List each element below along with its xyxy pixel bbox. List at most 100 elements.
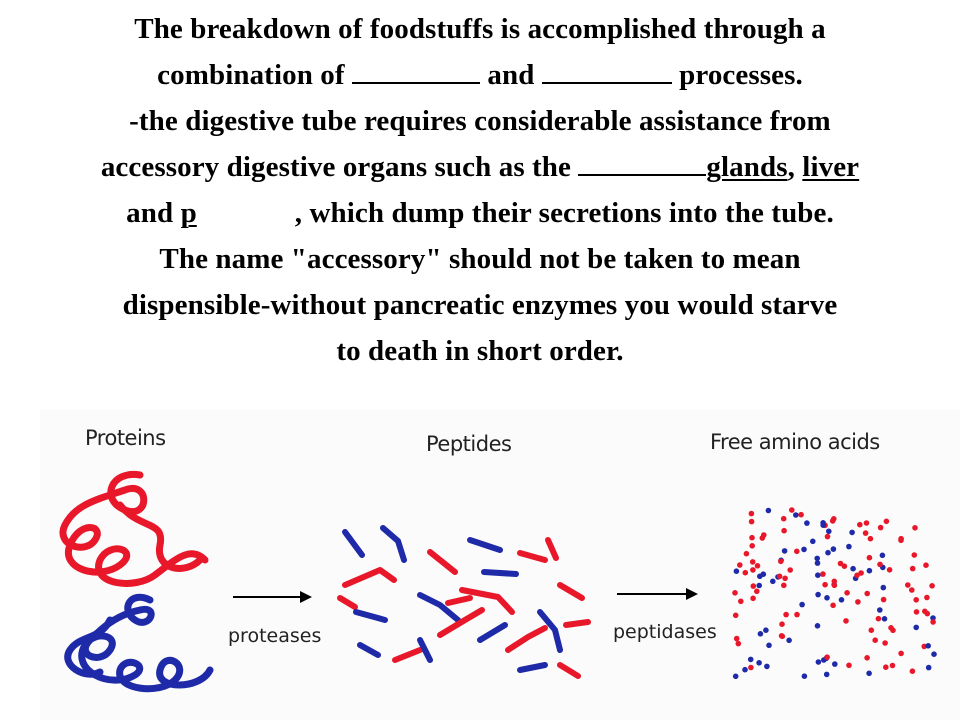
- text-line-3: -the digestive tube requires considerabl…: [129, 105, 831, 137]
- amino-acid-dot: [831, 578, 838, 585]
- amino-acid-dot: [825, 549, 831, 556]
- text-line-1: The breakdown of foodstuffs is accomplis…: [134, 13, 826, 45]
- amino-acid-dot: [922, 608, 928, 615]
- amino-acid-dot: [909, 587, 915, 593]
- amino-acid-dot: [742, 666, 748, 673]
- amino-acid-dot: [801, 673, 808, 679]
- amino-acid-dot: [765, 507, 772, 514]
- amino-acid-dot: [843, 618, 849, 624]
- amino-acid-dot: [815, 591, 821, 598]
- text-line-5: and p, which dump their secretions into …: [126, 197, 834, 229]
- amino-acid-dot: [756, 660, 762, 666]
- amino-acid-dot: [750, 583, 757, 589]
- amino-acid-dot: [766, 642, 772, 649]
- amino-acid-dot: [930, 615, 936, 621]
- amino-acid-dot: [864, 655, 870, 661]
- peptide-fragment: [342, 529, 365, 558]
- amino-acid-dot: [830, 546, 837, 552]
- amino-acid-dot: [749, 559, 756, 565]
- amino-acid-dot: [831, 582, 838, 589]
- amino-acid-dot: [810, 538, 816, 545]
- text-line-6: The name "accessory" should not be taken…: [159, 243, 801, 275]
- amino-acid-dot: [854, 572, 860, 579]
- amino-acid-dot: [883, 518, 890, 525]
- amino-acid-dot: [781, 548, 788, 554]
- amino-acid-dot: [909, 668, 916, 674]
- amino-acid-dot: [844, 590, 850, 596]
- amino-acid-dot: [799, 601, 805, 608]
- peptide-fragment: [517, 550, 548, 563]
- amino-acid-dot: [748, 664, 754, 671]
- amino-acid-dot: [923, 562, 929, 568]
- amino-acid-dot: [732, 612, 739, 619]
- amino-acid-dot: [822, 581, 828, 588]
- amino-acid-dot: [780, 515, 787, 522]
- peptide-fragment: [563, 619, 591, 628]
- amino-acid-dot: [832, 661, 838, 667]
- amino-acid-dot: [749, 543, 755, 549]
- peptide-fragment: [392, 647, 423, 663]
- amino-acid-dot: [929, 583, 935, 589]
- peptide-fragment: [357, 642, 381, 658]
- amino-acid-dot: [879, 552, 886, 559]
- amino-acid-dot: [857, 521, 863, 528]
- amino-acid-dot: [841, 563, 848, 569]
- label-free-amino-acids: Free amino acids: [710, 430, 880, 454]
- amino-acid-dot: [824, 595, 830, 601]
- amino-acid-dot: [735, 640, 742, 647]
- amino-acid-dot: [868, 627, 875, 633]
- amino-acid-dot: [732, 673, 739, 680]
- text-line-7: dispensible-without pancreatic enzymes y…: [122, 289, 838, 321]
- peptide-fragment: [445, 595, 473, 606]
- amino-acid-dot: [909, 565, 916, 572]
- amino-acid-dot: [756, 582, 762, 589]
- peptide-fragment: [427, 549, 458, 575]
- amino-acid-dot: [875, 615, 882, 622]
- amino-acid-dot: [748, 510, 755, 517]
- amino-acid-dot: [738, 598, 744, 605]
- amino-acid-dot: [749, 534, 755, 541]
- protein-blue-chain-2: [64, 616, 114, 678]
- amino-acid-dot: [864, 590, 870, 597]
- amino-acid-dot: [824, 654, 830, 660]
- peptide-fragment: [481, 569, 519, 577]
- amino-acid-dot: [931, 651, 937, 657]
- amino-acid-dot: [849, 529, 855, 536]
- amino-acid-dot: [750, 595, 756, 602]
- peptide-fragment: [467, 537, 503, 553]
- amino-acid-dot: [889, 662, 896, 669]
- amino-acid-dot: [866, 567, 873, 574]
- amino-acid-dot: [763, 627, 769, 633]
- amino-acid-dot: [913, 609, 920, 615]
- label-proteins: Proteins: [85, 426, 166, 450]
- peptide-fragment: [417, 637, 433, 663]
- amino-acid-dot: [781, 527, 787, 534]
- peptide-fragment: [545, 537, 559, 561]
- amino-acid-dot: [905, 582, 911, 588]
- amino-acid-dot: [826, 528, 832, 535]
- amino-acid-dot: [794, 548, 800, 555]
- label-peptides: Peptides: [426, 432, 512, 456]
- blank-1: [352, 56, 480, 84]
- amino-acid-dot: [925, 664, 932, 671]
- amino-acid-dot: [814, 560, 821, 566]
- amino-acid-dot: [782, 575, 788, 582]
- amino-acid-dot: [913, 597, 919, 603]
- amino-acid-dot: [737, 562, 743, 568]
- amino-acid-dot: [862, 530, 869, 536]
- amino-acid-dot: [798, 511, 804, 518]
- peptide-fragment: [380, 525, 407, 563]
- amino-acid-dot: [801, 546, 807, 553]
- blank-2: [541, 56, 672, 84]
- amino-acid-dot: [898, 537, 904, 544]
- amino-acid-dot: [779, 621, 785, 627]
- amino-acid-dot: [866, 670, 872, 677]
- amino-acid-dot: [750, 567, 756, 573]
- amino-acid-dot: [794, 611, 800, 618]
- amino-acid-dot: [881, 616, 888, 622]
- amino-acid-dot: [880, 584, 887, 591]
- amino-acid-dot: [863, 520, 870, 526]
- amino-acid-dot: [804, 520, 810, 526]
- amino-acid-dot: [877, 524, 884, 531]
